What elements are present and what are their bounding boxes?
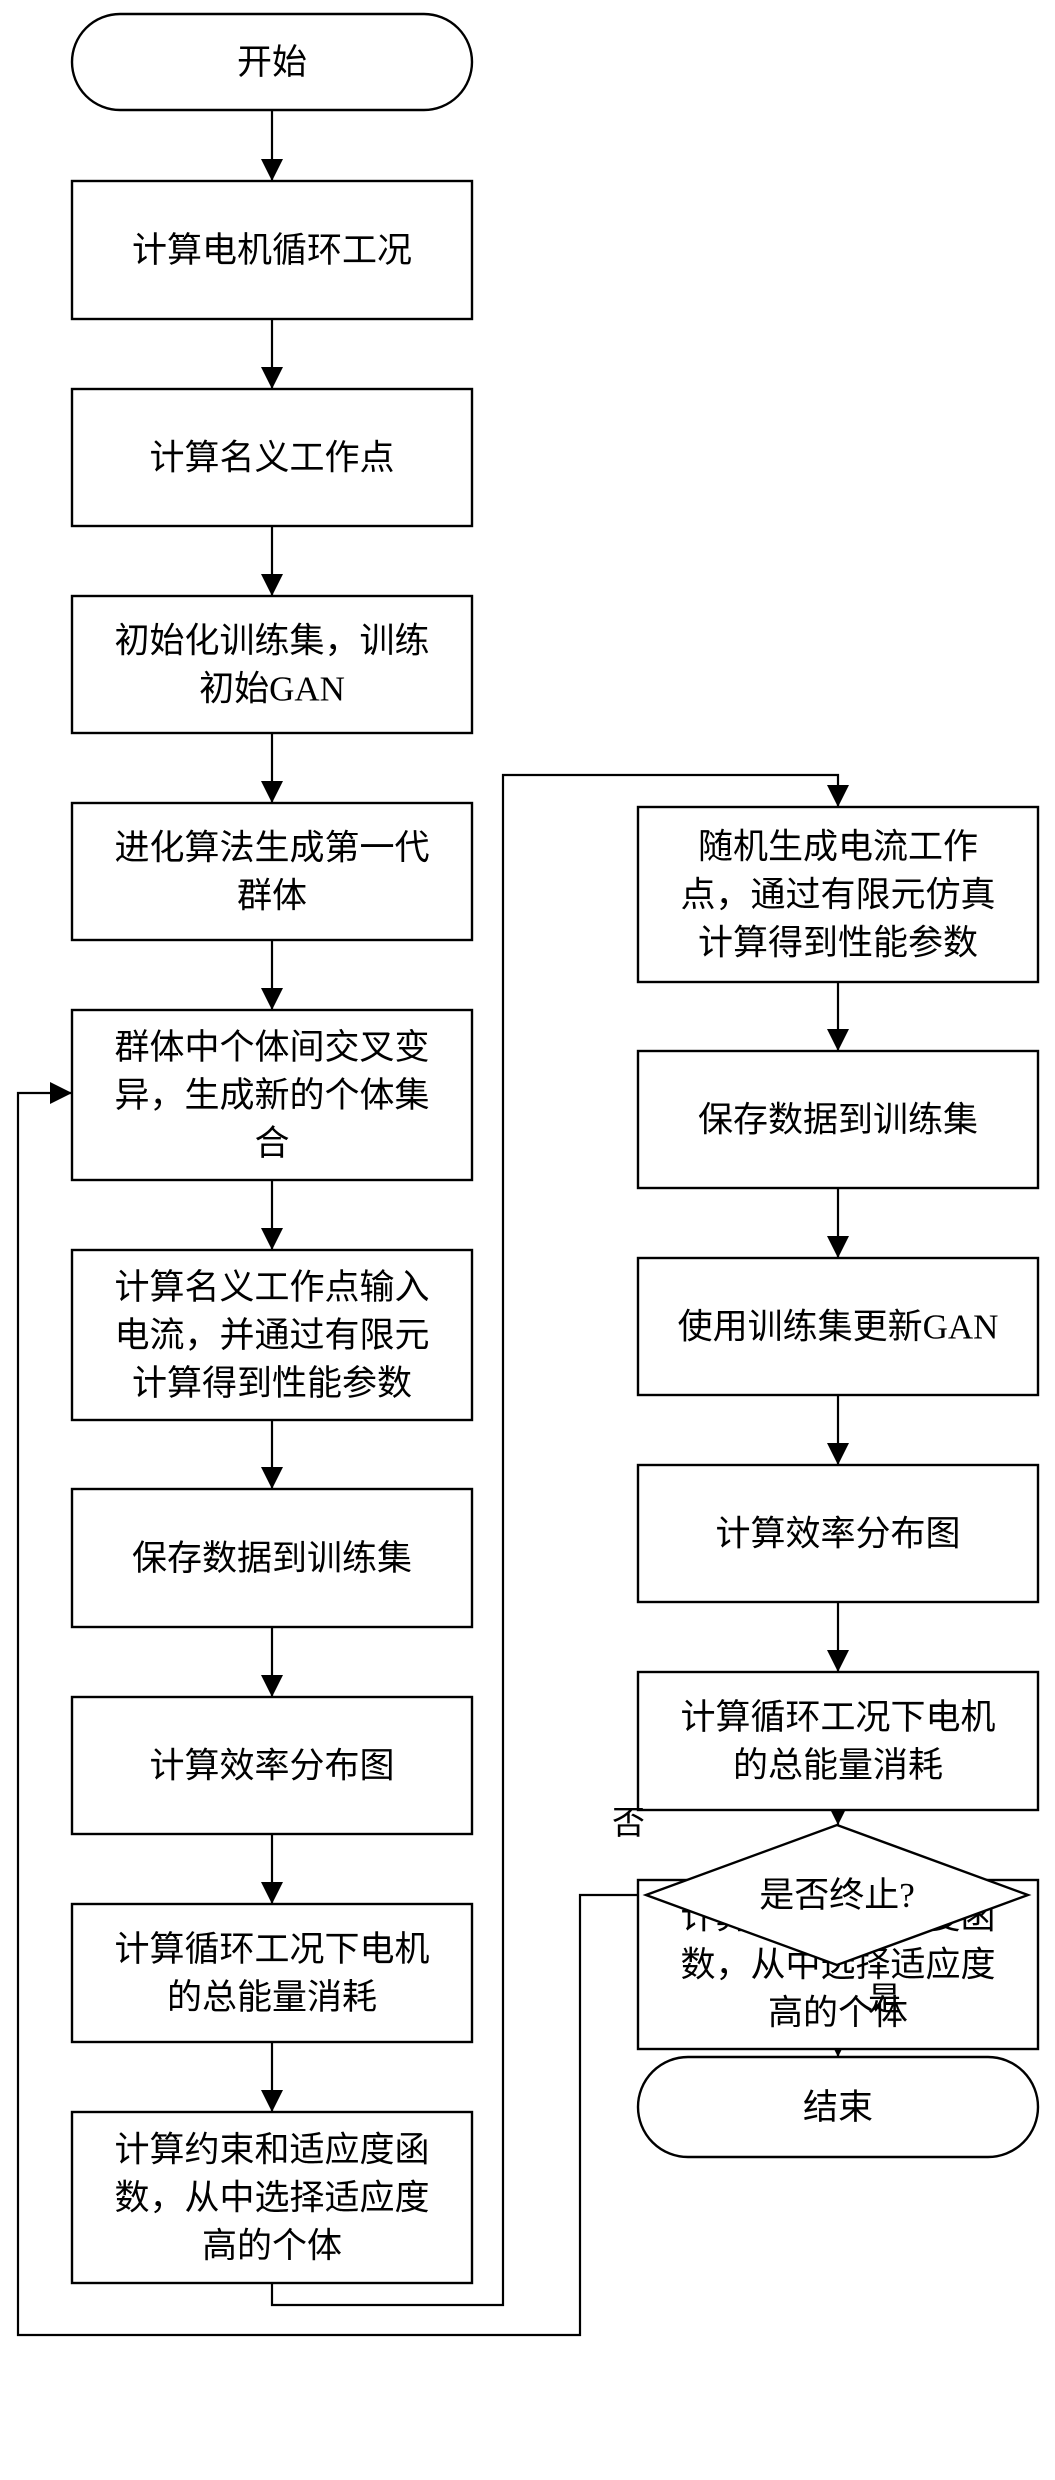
arrow-start-to-left-1-head	[261, 159, 283, 181]
process-text-line: 计算得到性能参数	[132, 1364, 412, 1403]
arrow-right-4-to-5-head	[827, 1650, 849, 1672]
start-label: 开始	[237, 43, 307, 82]
process-text-line: 初始GAN	[199, 670, 345, 709]
process-text-line: 计算循环工况下电机	[680, 1698, 995, 1737]
arrow-right-3-to-4-head	[827, 1443, 849, 1465]
arrow-left-9-to-10-head	[261, 2090, 283, 2112]
arrow-left-6-to-7-head	[261, 1467, 283, 1489]
process-text-line: 高的个体	[202, 2227, 342, 2266]
process-text-line: 计算循环工况下电机	[114, 1930, 429, 1969]
process-text-line: 使用训练集更新GAN	[678, 1308, 999, 1347]
process-text-line: 数，从中选择适应度	[114, 2179, 429, 2218]
arrow-left-4-to-5-head	[261, 988, 283, 1010]
process-text-line: 的总能量消耗	[733, 1746, 943, 1785]
process-text-line: 合	[254, 1124, 289, 1163]
process-box: 计算效率分布图	[636, 1463, 1040, 1604]
process-text-line: 电流，并通过有限元	[114, 1316, 429, 1355]
process-text-line: 计算名义工作点输入	[114, 1268, 429, 1307]
left-process-column: 计算电机循环工况计算名义工作点初始化训练集，训练初始GAN进化算法生成第一代群体…	[70, 179, 474, 2285]
arrow-right-1-to-2-head	[827, 1029, 849, 1051]
process-text-line: 群体中个体间交叉变	[114, 1028, 429, 1067]
process-box: 计算效率分布图	[70, 1695, 474, 1836]
arrow-left-2-to-3-head	[261, 574, 283, 596]
end-label: 结束	[803, 2088, 873, 2127]
arrow-left-to-right-column	[270, 773, 840, 2307]
arrow-right-2-to-3-head	[827, 1236, 849, 1258]
process-text-line: 计算效率分布图	[149, 1747, 394, 1786]
no-branch-label: 否	[612, 1806, 645, 1842]
arrow-left-1-to-2-head	[261, 367, 283, 389]
arrow-decision-no-loop-head	[50, 1082, 72, 1104]
process-text-line: 高的个体	[768, 1994, 908, 2033]
arrow-left-to-right-column-head	[827, 785, 849, 807]
arrow-decision-no-loop	[16, 1091, 646, 2337]
process-text-line: 计算名义工作点	[149, 439, 394, 478]
decision-node: 是否终止?	[642, 1823, 1032, 1967]
start-terminal: 开始	[70, 12, 474, 112]
flow-connectors	[16, 110, 849, 2337]
process-text-line: 的总能量消耗	[167, 1978, 377, 2017]
process-box: 使用训练集更新GAN	[636, 1256, 1040, 1397]
process-text-line: 计算约束和适应度函	[114, 2131, 429, 2170]
process-text-line: 进化算法生成第一代	[114, 829, 429, 868]
process-text-line: 随机生成电流工作	[698, 828, 978, 867]
end-terminal: 结束	[636, 2055, 1040, 2159]
process-text-line: 初始化训练集，训练	[114, 622, 429, 661]
arrow-left-7-to-8-head	[261, 1675, 283, 1697]
process-text-line: 点，通过有限元仿真	[680, 876, 995, 915]
process-text-line: 计算效率分布图	[715, 1515, 960, 1554]
process-box: 计算名义工作点	[70, 387, 474, 528]
process-text-line: 异，生成新的个体集	[114, 1076, 429, 1115]
process-text-line: 群体	[237, 877, 307, 916]
right-process-column: 随机生成电流工作点，通过有限元仿真计算得到性能参数保存数据到训练集使用训练集更新…	[636, 805, 1040, 2051]
process-box: 保存数据到训练集	[636, 1049, 1040, 1190]
arrow-left-5-to-6-head	[261, 1228, 283, 1250]
decision-label: 是否终止?	[759, 1876, 915, 1915]
process-box: 保存数据到训练集	[70, 1487, 474, 1629]
arrow-left-3-to-4-head	[261, 781, 283, 803]
process-box: 计算电机循环工况	[70, 179, 474, 321]
yes-branch-label: 是	[868, 1982, 901, 2018]
process-text-line: 保存数据到训练集	[698, 1101, 978, 1140]
process-text-line: 保存数据到训练集	[132, 1539, 412, 1578]
arrow-left-8-to-9-head	[261, 1882, 283, 1904]
process-text-line: 计算得到性能参数	[698, 924, 978, 963]
process-text-line: 计算电机循环工况	[132, 231, 412, 270]
